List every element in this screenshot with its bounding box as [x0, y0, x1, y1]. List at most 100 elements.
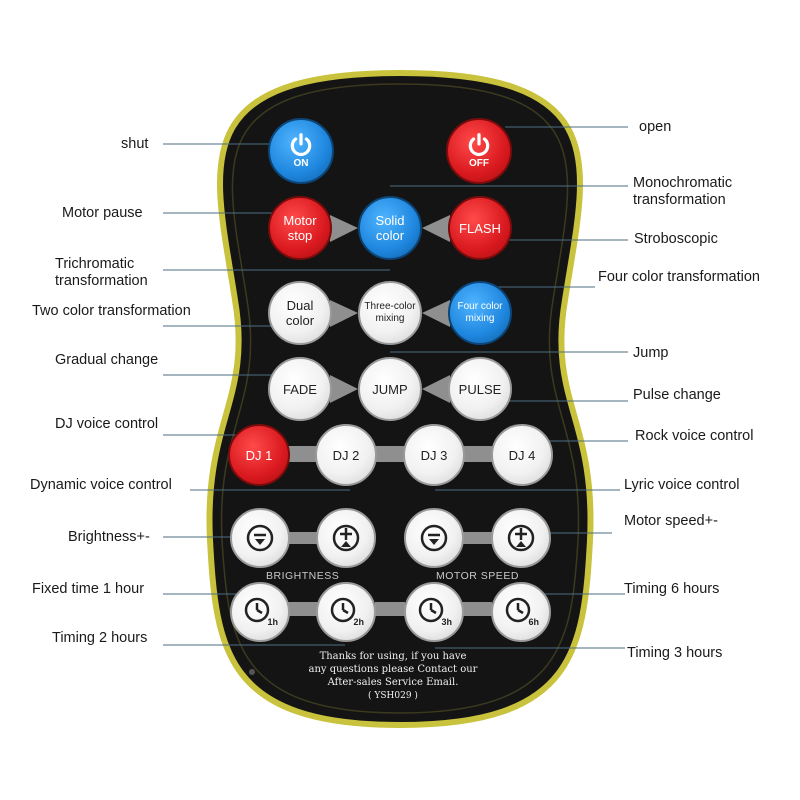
power-on-button[interactable]: ON: [268, 118, 334, 184]
motor-stop-line2: stop: [287, 228, 313, 243]
timer-1h-button[interactable]: 1h: [230, 582, 290, 642]
fade-label: FADE: [283, 381, 317, 397]
plus-icon: [507, 524, 535, 552]
connector-bar: [462, 602, 492, 616]
dj1-button[interactable]: DJ 1: [228, 424, 290, 486]
label-rock-voice: Rock voice control: [635, 428, 754, 444]
remote-inner-rim: [220, 83, 580, 714]
label-trichromatic: Trichromatic transformation: [55, 256, 148, 289]
timer-2h-button[interactable]: 2h: [316, 582, 376, 642]
connector-bar: [375, 446, 405, 462]
timer-6h-button[interactable]: 6h: [491, 582, 551, 642]
dj3-button[interactable]: DJ 3: [403, 424, 465, 486]
three-color-line2: mixing: [375, 313, 405, 324]
label-four-color: Four color transformation: [598, 269, 760, 285]
connector-bar: [288, 532, 318, 544]
label-open: open: [639, 119, 672, 135]
connector-arrow: [330, 215, 358, 242]
connector-arrow: [422, 375, 450, 403]
connector-arrow: [422, 215, 450, 242]
plus-icon: [332, 524, 360, 552]
label-pulse-change: Pulse change: [633, 387, 721, 403]
connector-arrow: [422, 300, 450, 327]
dj4-button[interactable]: DJ 4: [491, 424, 553, 486]
label-timing-6h: Timing 6 hours: [624, 581, 720, 597]
footer-line: Thanks for using, if you have: [319, 651, 467, 662]
brightness-caption: BRIGHTNESS: [266, 570, 340, 582]
pulse-label: PULSE: [458, 381, 502, 397]
connector-bar: [288, 446, 318, 462]
four-color-line2: mixing: [465, 313, 495, 324]
connector-bar: [462, 532, 492, 544]
solid-color-button[interactable]: Solid color: [358, 196, 422, 260]
footer-line: any questions please Contact our: [308, 664, 478, 675]
button-connectors: [288, 215, 492, 616]
label-gradual-change: Gradual change: [55, 352, 159, 368]
timer-6h-label: 6h: [528, 617, 539, 627]
label-jump: Jump: [633, 345, 669, 361]
indicator-dot: [249, 669, 255, 675]
motor-stop-button[interactable]: Motor stop: [268, 196, 332, 260]
timer-1h-label: 1h: [267, 617, 278, 627]
jump-label: JUMP: [372, 381, 408, 397]
solid-color-line2: color: [375, 228, 405, 243]
dj1-label: DJ 1: [245, 447, 273, 463]
label-fixed-1h: Fixed time 1 hour: [32, 581, 145, 597]
connector-bar: [375, 602, 405, 616]
label-motor-speed: Motor speed+-: [624, 513, 718, 529]
dual-color-line2: color: [285, 313, 315, 328]
pulse-button[interactable]: PULSE: [448, 357, 512, 421]
brightness-minus-button[interactable]: [230, 508, 290, 568]
label-motor-pause: Motor pause: [62, 205, 143, 221]
connector-bar: [288, 602, 318, 616]
solid-color-line1: Solid: [375, 213, 405, 228]
clock-icon: [505, 597, 531, 623]
label-timing-3h: Timing 3 hours: [627, 645, 723, 661]
connector-arrow: [330, 300, 358, 327]
dual-color-line1: Dual: [286, 298, 314, 313]
three-color-line1: Three-color: [364, 301, 416, 312]
footer-line: After-sales Service Email.: [327, 677, 459, 688]
on-label: ON: [293, 158, 309, 169]
motor-speed-plus-button[interactable]: [491, 508, 551, 568]
motor-speed-minus-button[interactable]: [404, 508, 464, 568]
off-label: OFF: [469, 158, 489, 169]
fade-button[interactable]: FADE: [268, 357, 332, 421]
timer-3h-button[interactable]: 3h: [404, 582, 464, 642]
four-color-mixing-button[interactable]: Four color mixing: [448, 281, 512, 345]
label-dynamic-voice: Dynamic voice control: [30, 477, 172, 493]
minus-icon: [420, 524, 448, 552]
label-dj-voice: DJ voice control: [55, 416, 159, 432]
clock-icon: [244, 597, 270, 623]
label-two-color: Two color transformation: [32, 303, 191, 319]
brightness-plus-button[interactable]: [316, 508, 376, 568]
flash-button[interactable]: FLASH: [448, 196, 512, 260]
connector-arrow: [330, 375, 358, 403]
label-monochromatic: Monochromatic transformation: [633, 175, 733, 208]
four-color-line1: Four color: [457, 301, 503, 312]
dual-color-button[interactable]: Dual color: [268, 281, 332, 345]
flash-label: FLASH: [459, 220, 501, 236]
motor-speed-caption: MOTOR SPEED: [436, 570, 519, 582]
dj4-label: DJ 4: [508, 447, 536, 463]
clock-icon: [418, 597, 444, 623]
power-icon: [290, 133, 312, 157]
remote-footer: Thanks for using, if you have any questi…: [290, 650, 496, 703]
label-brightness: Brightness+-: [68, 529, 150, 545]
connector-bar: [462, 446, 492, 462]
clock-icon: [330, 597, 356, 623]
model-number: ( YSH029 ): [368, 691, 418, 701]
minus-icon: [246, 524, 274, 552]
jump-button[interactable]: JUMP: [358, 357, 422, 421]
dj3-label: DJ 3: [420, 447, 448, 463]
power-icon: [468, 133, 490, 157]
motor-stop-line1: Motor: [283, 213, 317, 228]
three-color-mixing-button[interactable]: Three-color mixing: [358, 281, 422, 345]
label-lyric-voice: Lyric voice control: [624, 477, 740, 493]
dj2-button[interactable]: DJ 2: [315, 424, 377, 486]
timer-2h-label: 2h: [353, 617, 364, 627]
label-stroboscopic: Stroboscopic: [634, 231, 718, 247]
timer-3h-label: 3h: [441, 617, 452, 627]
dj2-label: DJ 2: [332, 447, 360, 463]
power-off-button[interactable]: OFF: [446, 118, 512, 184]
